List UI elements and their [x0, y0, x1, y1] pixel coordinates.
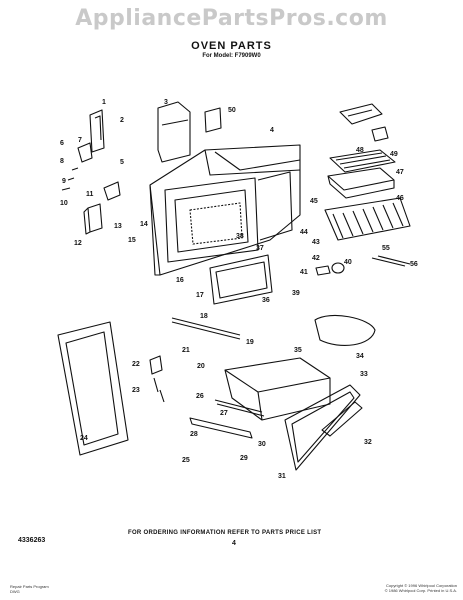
callout-3: 3 — [164, 99, 168, 106]
knob-40 — [331, 262, 345, 274]
storage-drawer — [224, 357, 331, 421]
callout-4: 4 — [270, 127, 274, 134]
callout-49: 49 — [390, 151, 398, 158]
drawer-front — [284, 384, 361, 471]
model-subtitle: For Model: F7909W0 — [202, 53, 261, 59]
callout-32: 32 — [364, 439, 372, 446]
page-number: 4 — [232, 540, 236, 547]
footer-left-line-1: Repair Parts Program — [10, 584, 49, 589]
door-handle — [149, 355, 165, 403]
callout-2: 2 — [120, 117, 124, 124]
callout-44: 44 — [300, 229, 308, 236]
callout-55: 55 — [382, 245, 390, 252]
callout-15: 15 — [128, 237, 136, 244]
callout-31: 31 — [278, 473, 286, 480]
callout-23: 23 — [132, 387, 140, 394]
drawer-rail — [321, 401, 363, 437]
callout-37: 37 — [256, 245, 264, 252]
document-number: 4336263 — [18, 537, 46, 544]
callout-50: 50 — [228, 107, 236, 114]
part-41 — [315, 265, 331, 276]
callout-17: 17 — [196, 292, 204, 299]
callout-19: 19 — [246, 339, 254, 346]
callout-9: 9 — [62, 178, 66, 185]
callout-20: 20 — [197, 363, 205, 370]
callout-8: 8 — [60, 158, 64, 165]
callout-35: 35 — [294, 347, 302, 354]
callout-29: 29 — [240, 455, 248, 462]
callout-41: 41 — [300, 269, 308, 276]
callout-18: 18 — [200, 313, 208, 320]
diagram-title: OVEN PARTS — [191, 40, 272, 52]
callout-36: 36 — [262, 297, 270, 304]
callout-25: 25 — [182, 457, 190, 464]
callout-34: 34 — [356, 353, 364, 360]
footer-small-print-left: Repair Parts Program DWG — [10, 584, 49, 594]
callout-16: 16 — [176, 277, 184, 284]
callout-10: 10 — [60, 200, 68, 207]
callout-39: 39 — [292, 290, 300, 297]
callout-42: 42 — [312, 255, 320, 262]
top-left-parts — [61, 101, 222, 201]
callout-45: 45 — [310, 198, 318, 205]
oven-body — [149, 144, 301, 276]
callout-46: 46 — [396, 195, 404, 202]
callout-11: 11 — [86, 191, 94, 198]
callout-28: 28 — [190, 431, 198, 438]
oven-door — [57, 321, 129, 456]
callout-43: 43 — [312, 239, 320, 246]
ordering-note: FOR ORDERING INFORMATION REFER TO PARTS … — [128, 530, 322, 536]
callout-7: 7 — [78, 137, 82, 144]
drawer-slide — [189, 417, 253, 439]
callout-38: 38 — [236, 233, 244, 240]
oven-rack — [324, 197, 411, 241]
callout-labels: 1 2 3 4 5 6 7 8 9 10 11 12 13 14 15 16 1… — [60, 99, 418, 480]
callout-30: 30 — [258, 441, 266, 448]
hinge-bar — [171, 317, 241, 340]
callout-22: 22 — [132, 361, 140, 368]
footer-small-print-right: Copyright © 1996 Whirlpool Corporation ©… — [345, 583, 457, 593]
broiler-parts — [327, 103, 396, 199]
callout-14: 14 — [140, 221, 148, 228]
callout-6: 6 — [60, 140, 64, 147]
footer-right-line-1: Copyright © 1996 Whirlpool Corporation — [386, 583, 457, 588]
callout-12: 12 — [74, 240, 82, 247]
callout-5: 5 — [120, 159, 124, 166]
callout-26: 26 — [196, 393, 204, 400]
door-frame — [209, 254, 273, 305]
callout-56: 56 — [410, 261, 418, 268]
callout-40: 40 — [344, 259, 352, 266]
pad-34 — [314, 314, 376, 346]
bracket-12 — [83, 203, 103, 235]
callout-1: 1 — [102, 99, 106, 106]
callout-21: 21 — [182, 347, 190, 354]
callout-13: 13 — [114, 223, 122, 230]
footer-right-line-2: © 1986 Whirlpool Corp. Printed in U.S.A. — [384, 588, 457, 593]
callout-48: 48 — [356, 147, 364, 154]
element-55-56 — [371, 255, 411, 267]
slide-27 — [214, 399, 265, 417]
callout-27: 27 — [220, 410, 228, 417]
callout-47: 47 — [396, 169, 404, 176]
footer-left-line-2: DWG — [10, 589, 20, 594]
callout-33: 33 — [360, 371, 368, 378]
callout-24: 24 — [80, 435, 88, 442]
watermark: AppliancePartsPros.com — [75, 6, 388, 31]
